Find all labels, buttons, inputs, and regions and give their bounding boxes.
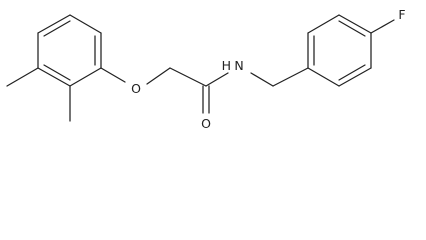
bond bbox=[37, 67, 71, 87]
bond bbox=[338, 14, 372, 34]
hydrogen-label: H bbox=[222, 58, 231, 73]
bond bbox=[307, 67, 340, 87]
double-bond-inner bbox=[338, 20, 366, 37]
double-bond-inner bbox=[43, 64, 71, 81]
bond-ring-to-fluorine bbox=[370, 19, 395, 34]
methyl-bond-upper bbox=[6, 67, 39, 87]
molecule-svg: O O N H F bbox=[6, 7, 406, 131]
bond bbox=[338, 67, 372, 87]
double-bond-inner bbox=[43, 20, 71, 37]
bond-ring-to-oxygen bbox=[100, 67, 126, 83]
fluorine-label: F bbox=[398, 7, 405, 22]
bond-nitrogen-to-ch2 bbox=[250, 72, 274, 87]
bond bbox=[69, 14, 102, 34]
structure-drawing: O O N H F bbox=[6, 7, 406, 131]
oxygen-carbonyl-label: O bbox=[201, 116, 211, 131]
double-bond-inner bbox=[338, 64, 366, 81]
bond-ch2-to-ring bbox=[272, 67, 309, 87]
bond-carbonyl-to-nitrogen bbox=[205, 72, 229, 87]
bond bbox=[37, 14, 71, 34]
bond bbox=[69, 67, 102, 87]
bond bbox=[307, 14, 340, 34]
bond-oxygen-to-ch2 bbox=[146, 67, 171, 85]
fluorophenyl-ring bbox=[307, 14, 372, 87]
oxygen-ether-label: O bbox=[131, 81, 141, 96]
nitrogen-label: N bbox=[234, 58, 243, 73]
bond-ch2-to-carbonyl bbox=[169, 67, 207, 87]
dimethylphenyl-ring bbox=[37, 14, 102, 87]
